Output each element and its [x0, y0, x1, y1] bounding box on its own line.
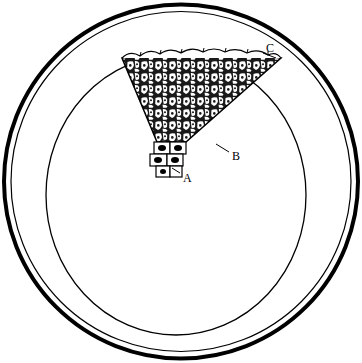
callout-letter: C	[266, 42, 274, 54]
leader-line	[172, 168, 180, 173]
leader-line	[216, 144, 229, 152]
callout-letter: B	[232, 150, 240, 162]
callout-letter: A	[183, 172, 192, 184]
